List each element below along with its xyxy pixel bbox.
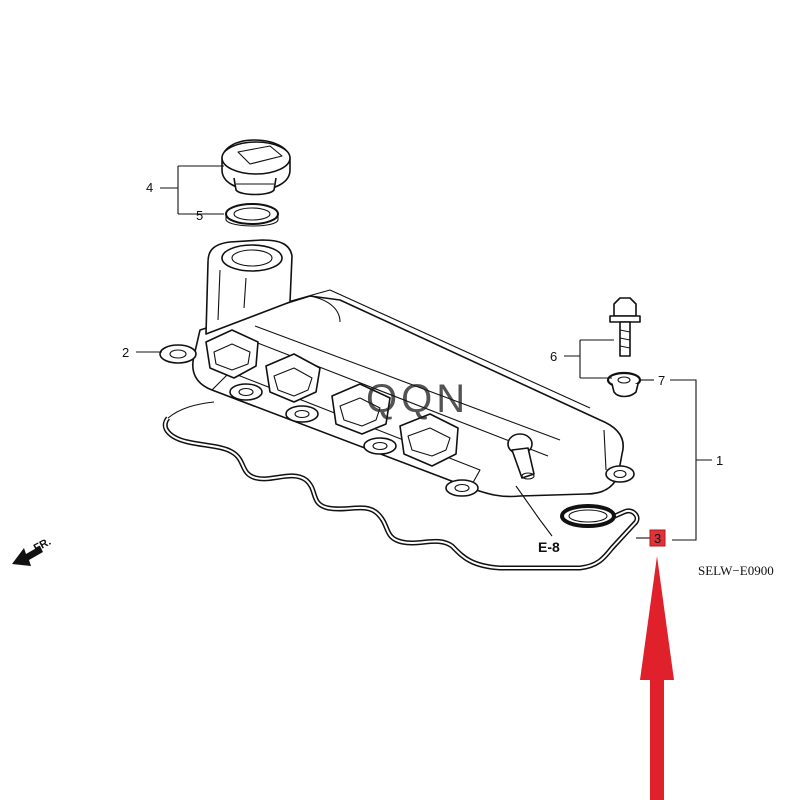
callout-6: 6 — [550, 349, 557, 364]
breather-nipple — [507, 433, 535, 480]
cover-bolt — [609, 297, 641, 357]
callout-7: 7 — [658, 373, 665, 388]
forward-arrow-icon — [12, 546, 43, 566]
tube-seal — [560, 504, 616, 528]
callout-4: 4 — [146, 180, 153, 195]
up-arrow-icon — [640, 556, 674, 800]
cap-seal — [225, 203, 279, 227]
callout-2: 2 — [122, 345, 129, 360]
oil-filler-cap — [221, 139, 291, 196]
coil-pocket-3 — [331, 383, 391, 435]
coil-pocket-1 — [205, 329, 259, 379]
direction-label: FR. — [32, 536, 53, 555]
valve-cover — [159, 239, 635, 521]
drawing-code: SELW−E0900 — [698, 563, 774, 578]
oil-filler-neck — [205, 239, 293, 335]
callout-3: 3 — [654, 531, 661, 546]
callout-1: 1 — [716, 453, 723, 468]
coil-pocket-2 — [265, 353, 321, 403]
cover-gasket — [162, 401, 640, 571]
leader-lines — [136, 165, 712, 541]
watermark: QQN — [366, 377, 469, 421]
bolt-grommet — [606, 371, 642, 398]
callout-3-highlight — [649, 529, 666, 547]
coil-pocket-4 — [399, 413, 459, 467]
reference-label: E-8 — [538, 539, 560, 555]
callout-5: 5 — [196, 208, 203, 223]
